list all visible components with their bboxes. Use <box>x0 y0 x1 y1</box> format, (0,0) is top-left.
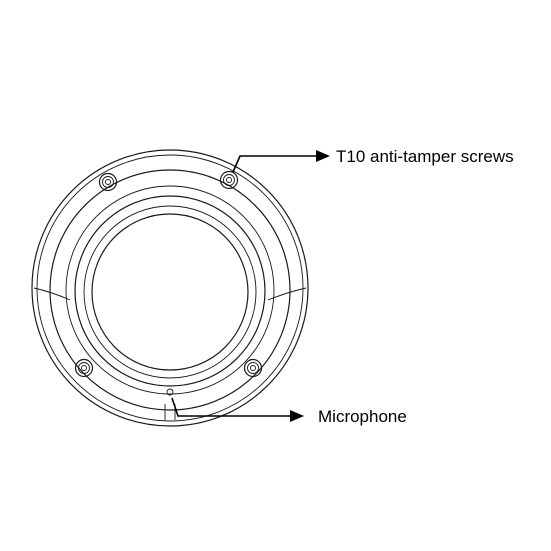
left-housing-seam <box>33 287 71 301</box>
arrowhead-icon <box>290 410 304 422</box>
microphone-notch <box>164 404 176 420</box>
lens-ring-3 <box>74 195 266 387</box>
screw-head-icon <box>98 172 118 192</box>
lens-ring-4 <box>83 205 257 379</box>
screw-head-icon <box>74 358 94 378</box>
screws-label: T10 anti-tamper screws <box>336 147 514 166</box>
screw-head-icon <box>219 170 239 190</box>
microphone-label: Microphone <box>318 407 407 426</box>
dome-window <box>91 213 249 371</box>
microphone-hole <box>166 388 174 396</box>
right-housing-seam <box>267 287 307 301</box>
lens-ring-2 <box>65 185 275 395</box>
screw-head-icon <box>243 358 263 378</box>
arrowhead-icon <box>316 150 330 162</box>
microphone-callout: Microphone <box>171 397 407 426</box>
camera-housing <box>31 149 309 427</box>
microphone-leader-line <box>171 397 292 417</box>
anti-tamper-screws <box>74 170 263 378</box>
screws-leader-line <box>232 155 318 173</box>
lens-outer-ring <box>49 169 291 411</box>
outer-housing-inner-edge <box>36 154 304 422</box>
screws-callout: T10 anti-tamper screws <box>232 147 514 173</box>
outer-housing-ring <box>31 149 309 427</box>
